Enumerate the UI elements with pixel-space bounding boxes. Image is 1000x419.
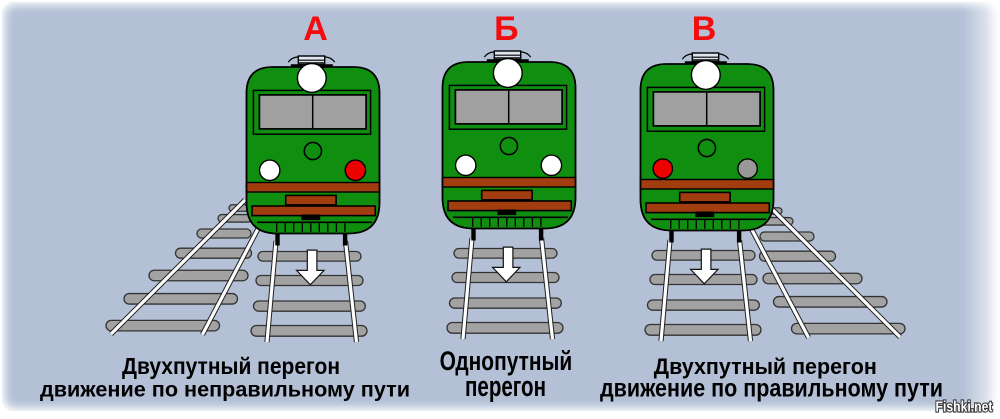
svg-text:Б: Б (494, 10, 518, 48)
svg-text:перегон: перегон (465, 371, 546, 403)
svg-text:В: В (692, 10, 717, 48)
svg-text:движение по правильному пути: движение по правильному пути (600, 374, 943, 402)
svg-text:Fishki.net: Fishki.net (936, 400, 993, 416)
svg-text:Двухпутный перегон: Двухпутный перегон (122, 353, 340, 379)
svg-text:Однопутный: Однопутный (440, 346, 573, 376)
svg-text:движение по неправильному пути: движение по неправильному пути (40, 378, 410, 402)
svg-text:Двухпутный перегон: Двухпутный перегон (654, 354, 877, 379)
svg-text:А: А (303, 10, 328, 48)
